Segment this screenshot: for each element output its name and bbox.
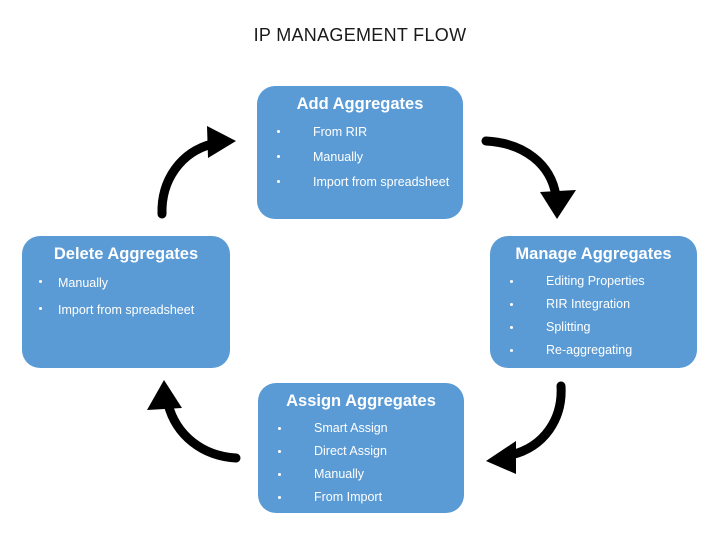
arrow-add-to-manage <box>481 136 576 219</box>
list-item: RIR Integration <box>496 293 691 316</box>
arrow-manage-to-assign <box>486 381 566 474</box>
node-items-delete: Manually Import from spreadsheet <box>28 270 224 324</box>
list-item-label: Manually <box>58 276 109 290</box>
list-item: Editing Properties <box>496 270 691 293</box>
node-manage-aggregates[interactable]: Manage Aggregates Editing Properties RIR… <box>490 236 697 368</box>
list-item: Import from spreadsheet <box>28 297 224 324</box>
bullet-icon <box>278 450 281 453</box>
list-item: From Import <box>264 486 458 509</box>
list-item: Re-aggregating <box>496 339 691 362</box>
list-item: Import from spreadsheet <box>263 170 457 195</box>
list-item: Manually <box>263 145 457 170</box>
list-item-label: Re-aggregating <box>546 343 633 357</box>
arrow-delete-to-add <box>157 126 236 219</box>
bullet-icon <box>510 303 513 306</box>
bullet-icon <box>277 130 280 133</box>
node-items-assign: Smart Assign Direct Assign Manually From… <box>264 417 458 509</box>
node-add-aggregates[interactable]: Add Aggregates From RIR Manually Import … <box>257 86 463 219</box>
page-title: IP MANAGEMENT FLOW <box>253 25 467 45</box>
node-title-add: Add Aggregates <box>296 95 424 113</box>
bullet-icon <box>278 496 281 499</box>
bullet-icon <box>510 349 513 352</box>
arrow-assign-to-delete <box>147 380 241 463</box>
node-items-add: From RIR Manually Import from spreadshee… <box>263 120 457 195</box>
list-item-label: Smart Assign <box>314 421 388 435</box>
node-title-assign: Assign Aggregates <box>286 392 436 410</box>
bullet-icon <box>277 155 280 158</box>
list-item: Splitting <box>496 316 691 339</box>
list-item-label: Direct Assign <box>314 444 387 458</box>
list-item-label: Editing Properties <box>546 274 645 288</box>
list-item-label: Manually <box>314 467 365 481</box>
node-delete-aggregates[interactable]: Delete Aggregates Manually Import from s… <box>22 236 230 368</box>
bullet-icon <box>39 280 42 283</box>
bullet-icon <box>278 427 281 430</box>
bullet-icon <box>510 326 513 329</box>
bullet-icon <box>277 180 280 183</box>
node-assign-aggregates[interactable]: Assign Aggregates Smart Assign Direct As… <box>258 383 464 513</box>
list-item-label: Import from spreadsheet <box>58 303 195 317</box>
list-item: Manually <box>28 270 224 297</box>
list-item-label: Import from spreadsheet <box>313 175 450 189</box>
list-item-label: RIR Integration <box>546 297 631 311</box>
node-title-manage: Manage Aggregates <box>515 245 672 263</box>
list-item-label: Splitting <box>546 320 591 334</box>
node-title-delete: Delete Aggregates <box>53 245 199 263</box>
bullet-icon <box>278 473 281 476</box>
bullet-icon <box>510 280 513 283</box>
node-items-manage: Editing Properties RIR Integration Split… <box>496 270 691 362</box>
list-item-label: Manually <box>313 150 364 164</box>
list-item-label: From RIR <box>313 125 368 139</box>
list-item-label: From Import <box>314 490 383 504</box>
list-item: Manually <box>264 463 458 486</box>
list-item: Direct Assign <box>264 440 458 463</box>
list-item: From RIR <box>263 120 457 145</box>
bullet-icon <box>39 307 42 310</box>
list-item: Smart Assign <box>264 417 458 440</box>
